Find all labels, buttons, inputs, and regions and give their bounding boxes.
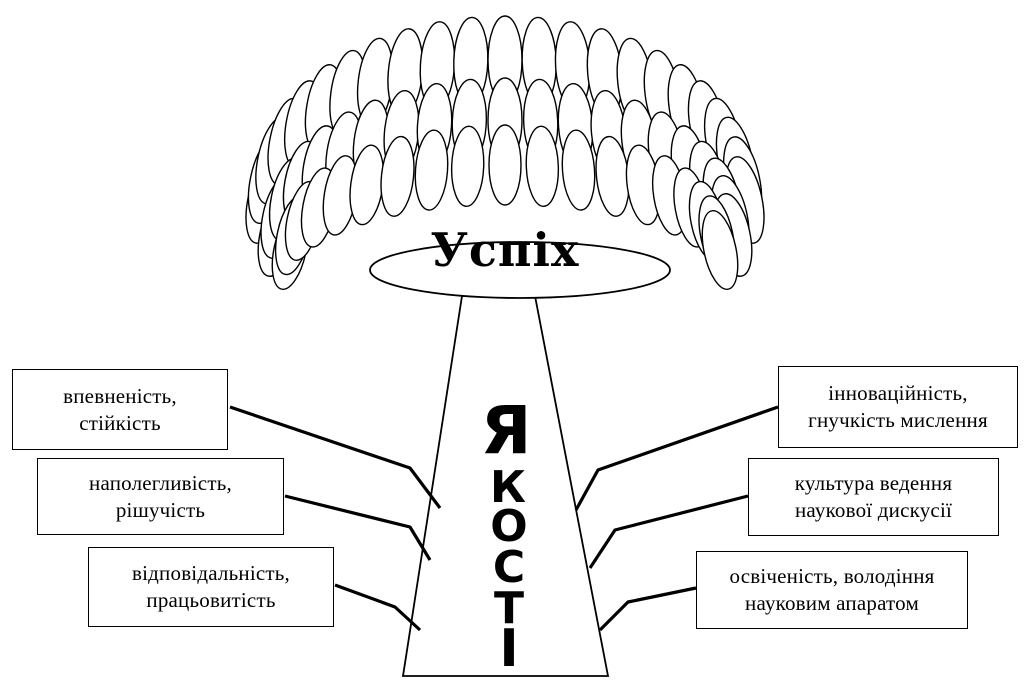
quality-text: наукової дискусії — [795, 497, 952, 524]
quality-text: гнучкість мислення — [808, 407, 988, 434]
diagram-title: Успіх — [375, 220, 635, 280]
quality-box-left-3: відповідальність, працьовитість — [88, 547, 334, 627]
quality-text: працьовитість — [146, 587, 275, 614]
quality-text: наполегливість, — [89, 470, 232, 497]
quality-text: стійкість — [79, 410, 160, 437]
quality-text: науковим апаратом — [745, 590, 919, 617]
trunk-letter-1: Я — [471, 398, 541, 464]
quality-text: відповідальність, — [132, 560, 290, 587]
quality-box-right-1: інноваційність, гнучкість мислення — [778, 366, 1018, 448]
quality-box-right-3: освіченість, володіння науковим апаратом — [696, 551, 968, 629]
quality-text: культура ведення — [795, 470, 952, 497]
quality-box-right-2: культура ведення наукової дискусії — [748, 458, 999, 536]
quality-text: інноваційність, — [828, 380, 967, 407]
connector-left-3 — [335, 585, 420, 630]
quality-text: освіченість, володіння — [729, 563, 934, 590]
quality-box-left-2: наполегливість, рішучість — [37, 458, 284, 535]
quality-text: впевненість, — [63, 383, 177, 410]
connector-right-3 — [600, 588, 696, 630]
quality-box-left-1: впевненість, стійкість — [12, 369, 228, 450]
canopy-petal — [489, 125, 521, 205]
quality-text: рішучість — [116, 497, 205, 524]
trunk-letter-6: І — [474, 623, 544, 675]
